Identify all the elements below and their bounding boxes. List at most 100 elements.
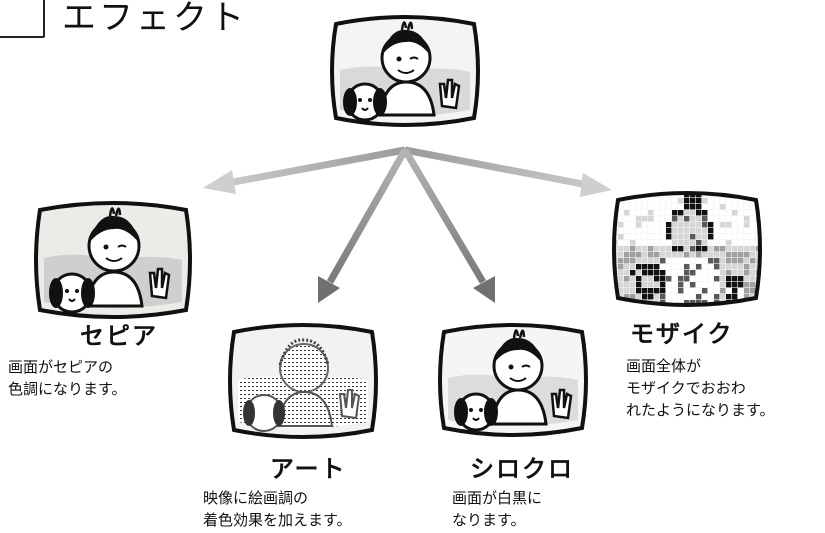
mosaic-tile [666,252,672,258]
mosaic-tile [672,294,678,300]
mosaic-tile [648,216,654,222]
mosaic-tile [702,240,708,246]
mosaic-tile [618,252,624,258]
mosaic-tile [732,258,738,264]
mosaic-tile [744,258,750,264]
mosaic-tile [690,193,696,198]
mosaic-tile [696,222,702,228]
mosaic-tile [630,288,636,294]
mosaic-tile [648,294,654,300]
mosaic-tile [660,216,666,222]
mosaic-tile [678,270,684,276]
mosaic-tile [660,246,666,252]
mosaic-tile [738,198,744,204]
mosaic-tile [654,282,660,288]
mosaic-tile [684,216,690,222]
mosaic-tile [732,186,737,191]
mosaic-tile [672,252,678,258]
mosaic-tile [672,198,678,204]
mosaic-tile [720,270,726,276]
mono-screen-image [438,318,588,442]
mosaic-tile [684,246,690,252]
mosaic-tile [726,246,732,252]
mosaic-tile [618,276,624,282]
mosaic-tile [630,240,636,246]
mosaic-tile [732,306,737,311]
mosaic-tile [642,246,648,252]
mosaic-tile [636,204,642,210]
mosaic-tile [684,204,690,210]
mosaic-tile [738,276,744,282]
mosaic-tile [614,193,618,198]
mosaic-tile [708,240,714,246]
mosaic-tile [672,204,678,210]
mosaic-tile [750,264,756,270]
mosaic-tile [750,246,756,252]
mosaic-tile [738,210,744,216]
mosaic-tile [624,216,630,222]
mosaic-tile [678,210,684,216]
mosaic-tile [660,240,666,246]
mosaic-tile [702,204,708,210]
mosaic-tile [672,246,678,252]
mosaic-tile [708,288,714,294]
mosaic-tile [618,264,624,270]
mosaic-tile [654,264,660,270]
mosaic-tile [726,258,732,264]
mosaic-tile [618,240,624,246]
mosaic-tile [726,276,732,282]
mosaic-tile [642,264,648,270]
mosaic-tile [636,246,642,252]
mosaic-tile [672,222,678,228]
mosaic-tile [726,252,732,258]
mosaic-tile [648,210,654,216]
mosaic-tile [696,228,702,234]
mosaic-tile [624,198,630,204]
mosaic-tile [672,270,678,276]
mosaic-tile [732,240,738,246]
mosaic-tile [756,306,761,311]
sepia-screen-image [34,196,192,324]
mosaic-tile [708,276,714,282]
mosaic-tile [690,300,696,305]
mosaic-tile [696,294,702,300]
mosaic-tile [720,222,726,228]
mosaic-tile [642,204,648,210]
mosaic-tile [684,282,690,288]
arrow-to-sepia [203,146,406,194]
mosaic-tile [732,234,738,240]
mosaic-tile [702,210,708,216]
mosaic-tile [618,193,624,198]
mosaic-tile [660,222,666,228]
mosaic-tile [614,300,618,305]
mosaic-tile [732,228,738,234]
mosaic-tile [702,252,708,258]
mosaic-tile [630,258,636,264]
mosaic-tile [684,258,690,264]
mosaic-tile [624,222,630,228]
mosaic-tile [702,294,708,300]
mosaic-tile [642,186,647,191]
mosaic-tile [720,198,726,204]
mosaic-tile [678,198,684,204]
mosaic-tile [756,186,761,191]
mosaic-tile [756,193,760,198]
mosaic-tile [678,258,684,264]
mosaic-tile [738,294,744,300]
mosaic-tile [714,258,720,264]
mosaic-tile [666,246,672,252]
mosaic-tile [720,306,725,311]
mosaic-tile [684,270,690,276]
mosaic-tile [624,210,630,216]
mosaic-tile [654,288,660,294]
mosaic-tile [714,282,720,288]
mosaic-tile [678,288,684,294]
mosaic-tile [648,222,654,228]
mosaic-tile [642,270,648,276]
mosaic-tile [648,306,653,311]
mosaic-tile [720,276,726,282]
mosaic-tile [654,306,659,311]
mosaic-tile [708,234,714,240]
mosaic-tile [720,294,726,300]
